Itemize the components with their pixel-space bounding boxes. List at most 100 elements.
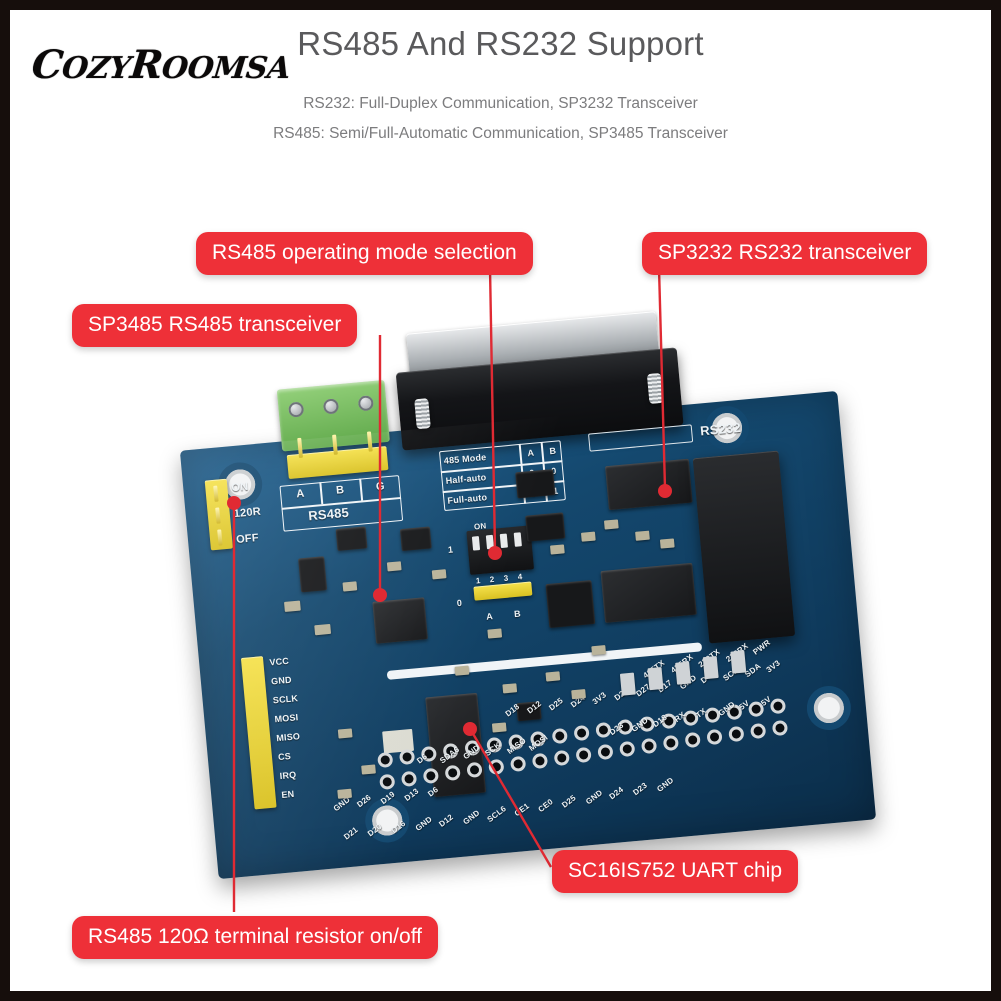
gpio-hole[interactable] [622,744,633,754]
terminal-resistor-jumper[interactable] [204,478,233,551]
small-ic-left-c [399,526,432,552]
mounting-hole-bottom-left [370,804,404,837]
gpio-hole[interactable] [642,719,652,729]
raspberry-pi-40pin-socket[interactable] [692,450,796,644]
gpio-hole[interactable] [773,701,783,712]
gpio-hole[interactable] [685,713,696,723]
gpio-hole[interactable] [382,776,393,787]
led-232rx [702,655,719,680]
power-regulator-ic [600,562,697,623]
gpio-label: D26 [355,792,373,810]
passive-component [545,671,561,682]
mode-table-half-b: 0 [550,465,557,477]
callout-sc16is752-uart-chip[interactable]: SC16IS752 UART chip [552,850,799,893]
gpio-hole[interactable] [402,752,412,762]
gpio-label: 5V [759,694,773,708]
rs485-silk-col-2 [359,478,363,501]
gpio-hole[interactable] [707,710,718,720]
mode-table-row-2 [442,480,565,493]
gpio-label: GND [678,673,699,692]
gpio-label: SCL6 [485,804,508,825]
gpio-hole[interactable] [425,770,436,781]
small-transistor-bottom [516,701,542,722]
callout-rs485-mode-selection[interactable]: RS485 operating mode selection [196,232,533,275]
gpio-hole[interactable] [620,722,631,732]
gpio-hole[interactable] [578,750,589,760]
gpio-hole[interactable] [467,743,478,753]
gpio-hole[interactable] [469,765,480,775]
gpio-hole[interactable] [489,740,500,750]
gpio-label: GND [413,814,434,833]
silk-dip-num-4: 4 [517,572,523,582]
rs485-silk-col-1 [319,482,323,505]
mode-table-col-1 [518,443,526,504]
mode-table-box [438,440,566,512]
passive-component [454,665,470,676]
rs485-mode-dip-switch[interactable] [466,525,535,575]
passive-component [284,600,301,612]
gpio-hole[interactable] [751,704,762,715]
gpio-hole[interactable] [404,773,414,784]
mode-table-col-2 [540,441,548,502]
gpio-hole[interactable] [729,707,740,718]
rs485-abg-pin-header[interactable] [286,431,389,480]
dip-switch-1[interactable] [471,536,481,551]
jumper-pin-2 [215,507,221,524]
gpio-hole[interactable] [491,762,502,772]
gpio-hole[interactable] [556,753,567,763]
gpio-hole[interactable] [731,729,742,739]
gpio-hole[interactable] [445,746,456,756]
terminal-screw-a [287,401,305,418]
dip-switch-4[interactable] [513,532,522,547]
product-image-canvas: RS485 And RS232 Support RS232: Full-Dupl… [10,10,991,991]
gpio-hole[interactable] [511,737,522,747]
callout-sp3232-rs232-transceiver[interactable]: SP3232 RS232 transceiver [642,232,928,275]
gpio-label: D27 [634,682,652,699]
gpio-label: D12 [437,812,455,829]
gpio-hole[interactable] [753,726,764,736]
gpio-label: 5V [737,698,752,712]
gpio-hole[interactable] [513,759,524,769]
silk-jumper-off: OFF [235,532,260,547]
gpio-hole[interactable] [554,731,565,741]
dip-mode-jumper-pins[interactable] [473,581,533,601]
abg-pin-1 [297,437,304,459]
silk-stripe-long [386,642,703,680]
mode-table-full-b: 1 [552,485,559,497]
silk-rs485-label: RS485 [307,504,350,524]
dip-switch-2[interactable] [485,534,495,550]
mode-table-row-1 [440,460,563,473]
gpio-hole[interactable] [533,734,543,744]
spi-pin-header[interactable] [240,656,277,810]
silk-terminal-g: G [375,480,386,494]
gpio-label: SDA6 [438,744,462,766]
gpio-label: D6 [426,784,441,799]
spi-label-mosi: MOSI [274,712,299,725]
gpio-hole[interactable] [709,732,720,742]
callout-rs485-terminal-resistor[interactable]: RS485 120Ω terminal resistor on/off [72,916,438,959]
gpio-hole[interactable] [687,735,698,745]
gpio-hole[interactable] [423,749,434,759]
gpio-hole[interactable] [380,755,391,765]
gpio-hole[interactable] [644,741,654,751]
spi-label-sclk: SCLK [272,693,299,706]
gpio-hole[interactable] [576,728,587,738]
terminal-screw-g [357,395,374,412]
gpio-hole[interactable] [775,723,785,733]
gpio-hole[interactable] [663,716,674,726]
gpio-label: D23 [607,720,626,738]
callout-sp3485-rs485-transceiver[interactable]: SP3485 RS485 transceiver [72,304,358,347]
gpio-hole[interactable] [535,756,545,766]
gpio-hole[interactable] [598,725,609,735]
mounting-hole-top-left [223,468,257,501]
silk-dip-b: B [513,608,522,620]
gpio-hole[interactable] [447,768,458,778]
dip-switch-3[interactable] [499,533,508,549]
gpio-label: SCL [721,665,741,683]
subtitle-rs485: RS485: Semi/Full-Automatic Communication… [273,125,728,142]
gpio-hole[interactable] [665,738,676,748]
led-485rx [647,667,664,691]
gpio-hole[interactable] [600,747,611,757]
small-ic-mid-b [525,512,566,542]
